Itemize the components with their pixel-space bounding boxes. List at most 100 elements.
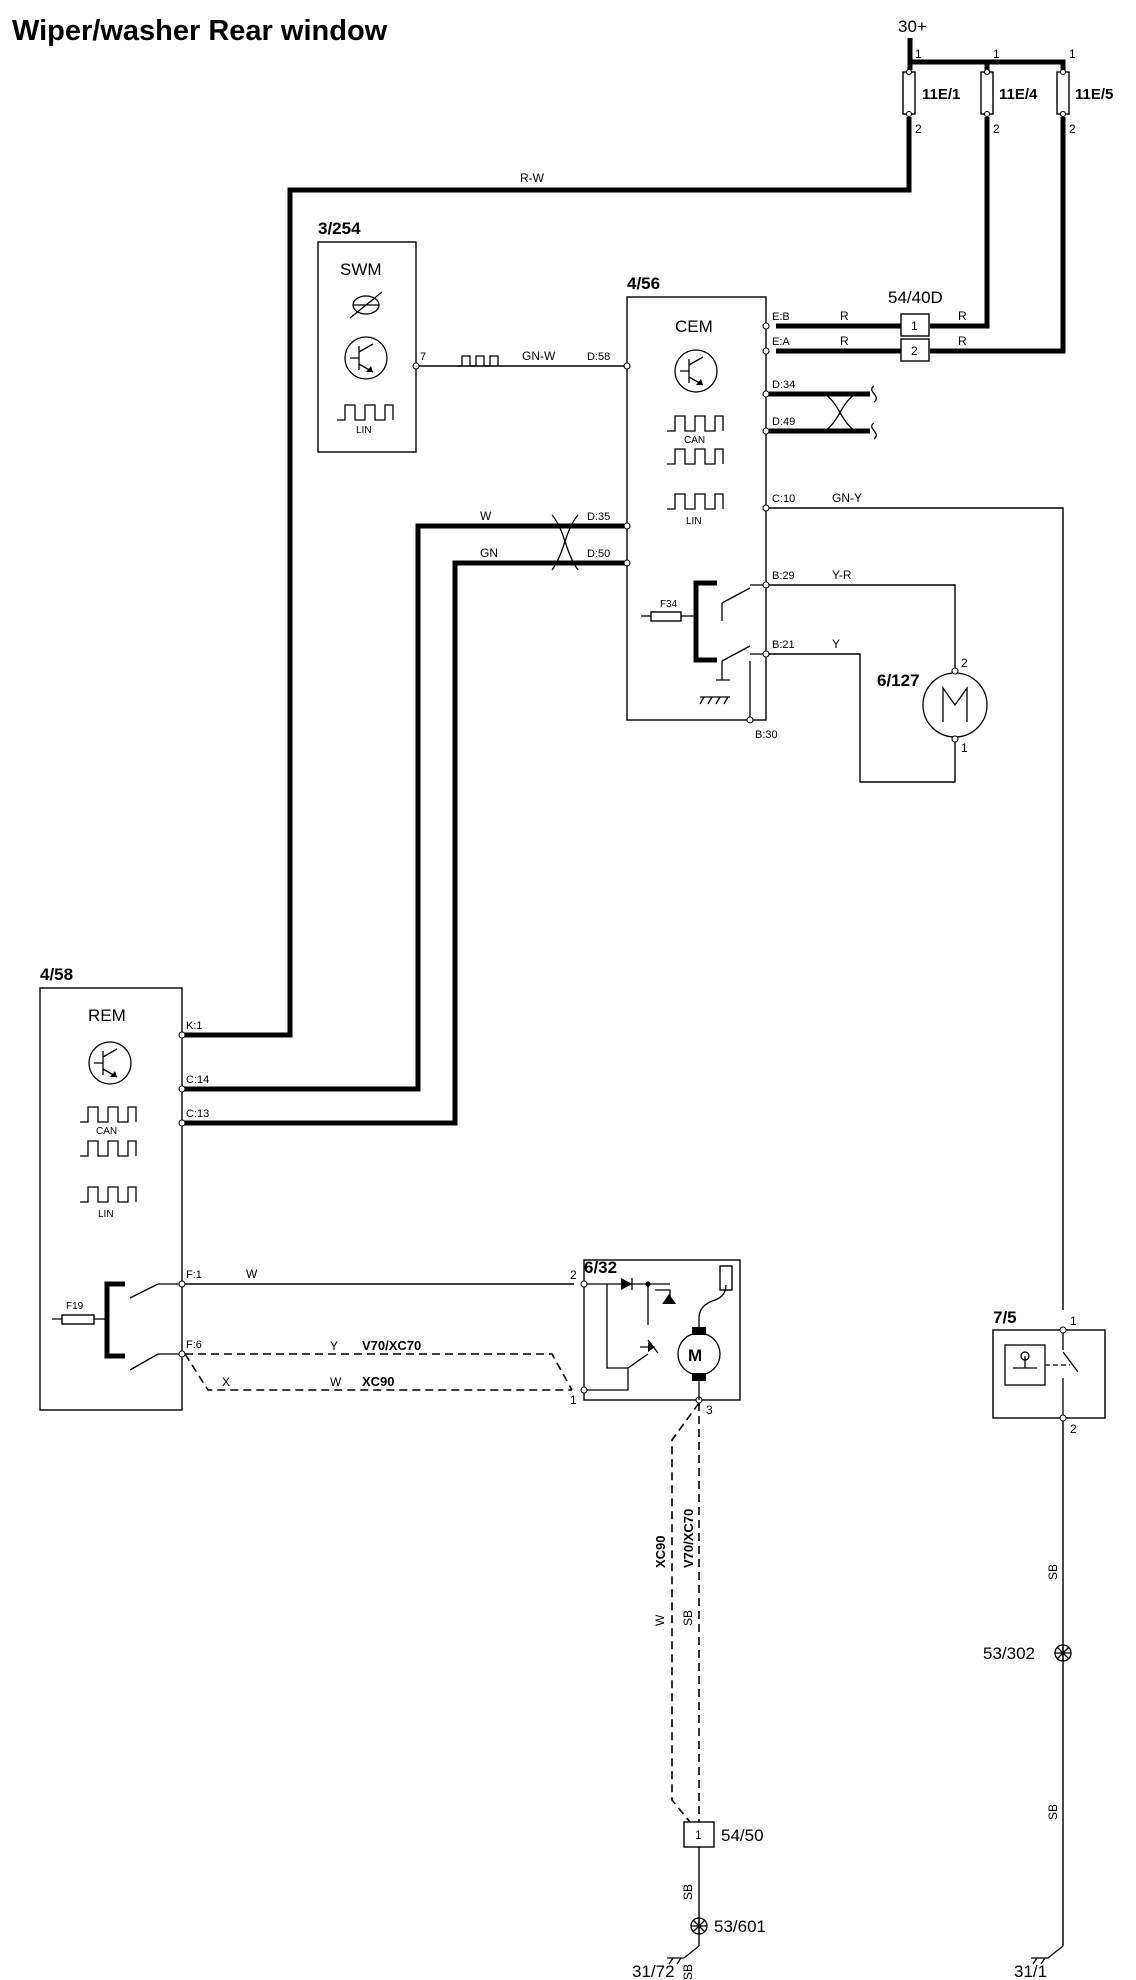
wire-label-r-11e5: R (958, 334, 967, 348)
wire-break-icon (871, 385, 877, 440)
wire-label-w-f1: W (246, 1267, 258, 1281)
steering-wheel-icon (349, 291, 383, 319)
rem-relay-contact-f1 (129, 1283, 159, 1299)
rem-box (39, 987, 183, 1411)
rem-fuse-f19: F19 (52, 1301, 107, 1325)
rem-relay-contact-f6 (129, 1353, 159, 1371)
wiper-motor-symbol: M (688, 1346, 702, 1365)
can-pulse-icon-high (80, 1106, 137, 1123)
wire-label-r-ea: R (840, 334, 849, 348)
cem-relay-bus (693, 580, 717, 663)
can-pulse-icon-high (667, 415, 724, 432)
fuse-11e5-body (1056, 71, 1070, 115)
variant-label-v70-vertical: V70/XC70 (681, 1509, 696, 1568)
wire-label-gn-y: GN-Y (832, 491, 862, 505)
fuse-11e4-pin-top: 1 (993, 47, 1000, 61)
connector-54-40d-ref: 54/40D (888, 288, 943, 307)
rem-fuse-label: F19 (66, 1301, 84, 1312)
rem-pin-f6: F:6 (186, 1339, 202, 1351)
diode-icon (621, 1278, 632, 1290)
can-pulse-icon-low (80, 1140, 137, 1157)
wire-label-r-eb: R (840, 309, 849, 323)
lin-signal-icon (458, 355, 499, 367)
wire-label-w: W (480, 509, 492, 523)
swm-bus-lin: LIN (356, 425, 372, 436)
splice-53-302-label: 53/302 (983, 1644, 1035, 1663)
twisted-pair-icon (824, 393, 856, 432)
cam-icon (662, 1294, 676, 1304)
wiper-motor-ref: 6/32 (584, 1258, 617, 1277)
wiper-motor-pin-1: 1 (570, 1393, 577, 1407)
wire-label-sb-right-1: SB (1046, 1564, 1060, 1580)
switch-7-5-ref: 7/5 (993, 1308, 1017, 1327)
rem-pin-c13: C:13 (186, 1108, 209, 1120)
washer-pump-pin-2: 2 (961, 656, 968, 670)
cem-fuse-f34: F34 (641, 599, 682, 622)
variant-label-v70xc70: V70/XC70 (362, 1338, 421, 1353)
splice-53-601-label: 53/601 (714, 1917, 766, 1936)
rem-bus-lin: LIN (98, 1209, 114, 1220)
wire-label-r-11e4: R (958, 309, 967, 323)
fuse-icon (61, 1314, 95, 1325)
wire-label-x: X (222, 1375, 230, 1389)
cem-fuse-label: F34 (660, 599, 678, 610)
switch-7-5-pin-2: 2 (1070, 1422, 1077, 1436)
twisted-pair-icon (551, 514, 579, 571)
fuse-11e5-pin-top: 1 (1069, 47, 1076, 61)
rem-pin-c14: C:14 (186, 1074, 209, 1086)
cem-pins: E:B E:A D:58 D:34 D:49 D:35 D:50 C:10 B:… (587, 311, 795, 741)
lin-pulse-icon (80, 1186, 137, 1203)
cem-pin-d58: D:58 (587, 351, 610, 363)
cem-pin-d50: D:50 (587, 548, 610, 560)
wire-y-v70xc70 (185, 1353, 573, 1391)
swm-name: SWM (340, 260, 382, 279)
wire-r-w (182, 117, 912, 1038)
transistor-icon (88, 1041, 132, 1085)
cem-bus-lin: LIN (686, 516, 702, 527)
fuse-11e1: 1 11E/1 2 (902, 47, 960, 136)
wire-y-r (769, 584, 956, 668)
wire-label-y-v70: Y (330, 1339, 338, 1353)
wire-label-sb-vertical: SB (681, 1610, 695, 1626)
wire-r-11e4 (930, 117, 990, 329)
wiper-motor-box (583, 1259, 741, 1401)
wire-y (769, 653, 956, 783)
wire-w-xc90-ground (671, 1402, 700, 1823)
fuse-icon (650, 611, 682, 622)
connector-54-40d: 54/40D 1 2 (888, 288, 943, 362)
fuse-11e4-pin-bottom: 2 (993, 122, 1000, 136)
cem-pin-d49: D:49 (772, 416, 795, 428)
wire-label-y: Y (832, 637, 840, 651)
connector-54-40d-pin1: 1 (911, 319, 918, 333)
wiper-motor: 6/32 2 1 3 M (570, 1258, 741, 1417)
lin-pulse-icon (337, 404, 394, 421)
ground-31-1: 31/1 (1014, 1945, 1064, 1980)
washer-pump: 6/127 2 1 (877, 656, 988, 755)
fuse-11e4-label: 11E/4 (999, 86, 1038, 103)
wire-label-sb-right-2: SB (1046, 1804, 1060, 1820)
fuse-11e4-body (980, 71, 994, 115)
swm-ref: 3/254 (318, 219, 361, 238)
transistor-icon (344, 336, 388, 380)
fuse-11e5-label: 11E/5 (1075, 86, 1113, 103)
fuse-11e1-label: 11E/1 (922, 86, 960, 103)
switch-7-5-pin-1: 1 (1070, 1314, 1077, 1328)
washer-pump-ref: 6/127 (877, 671, 920, 690)
connector-54-40d-pin2: 2 (911, 344, 918, 358)
cem-pin-b29: B:29 (772, 570, 795, 582)
cem-relay-contact-b29 (721, 587, 751, 604)
washer-pump-pin-1: 1 (961, 741, 968, 755)
page-title: Wiper/washer Rear window (12, 15, 388, 47)
supply-30plus: 30+ (898, 17, 1066, 70)
cem-name: CEM (675, 317, 713, 336)
rem-relay-bus (104, 1281, 125, 1359)
wire-w-can (182, 523, 624, 1092)
splice-53-601: 53/601 (690, 1917, 766, 1936)
wire-label-sb-lower-2: SB (681, 1964, 695, 1980)
connector-54-50-pin: 1 (695, 1828, 702, 1842)
ground-31-72: 31/72 (632, 1945, 700, 1980)
ground-31-72-label: 31/72 (632, 1962, 675, 1980)
wire-r-11e5 (930, 117, 1066, 354)
wire-w-xc90 (184, 1353, 572, 1391)
